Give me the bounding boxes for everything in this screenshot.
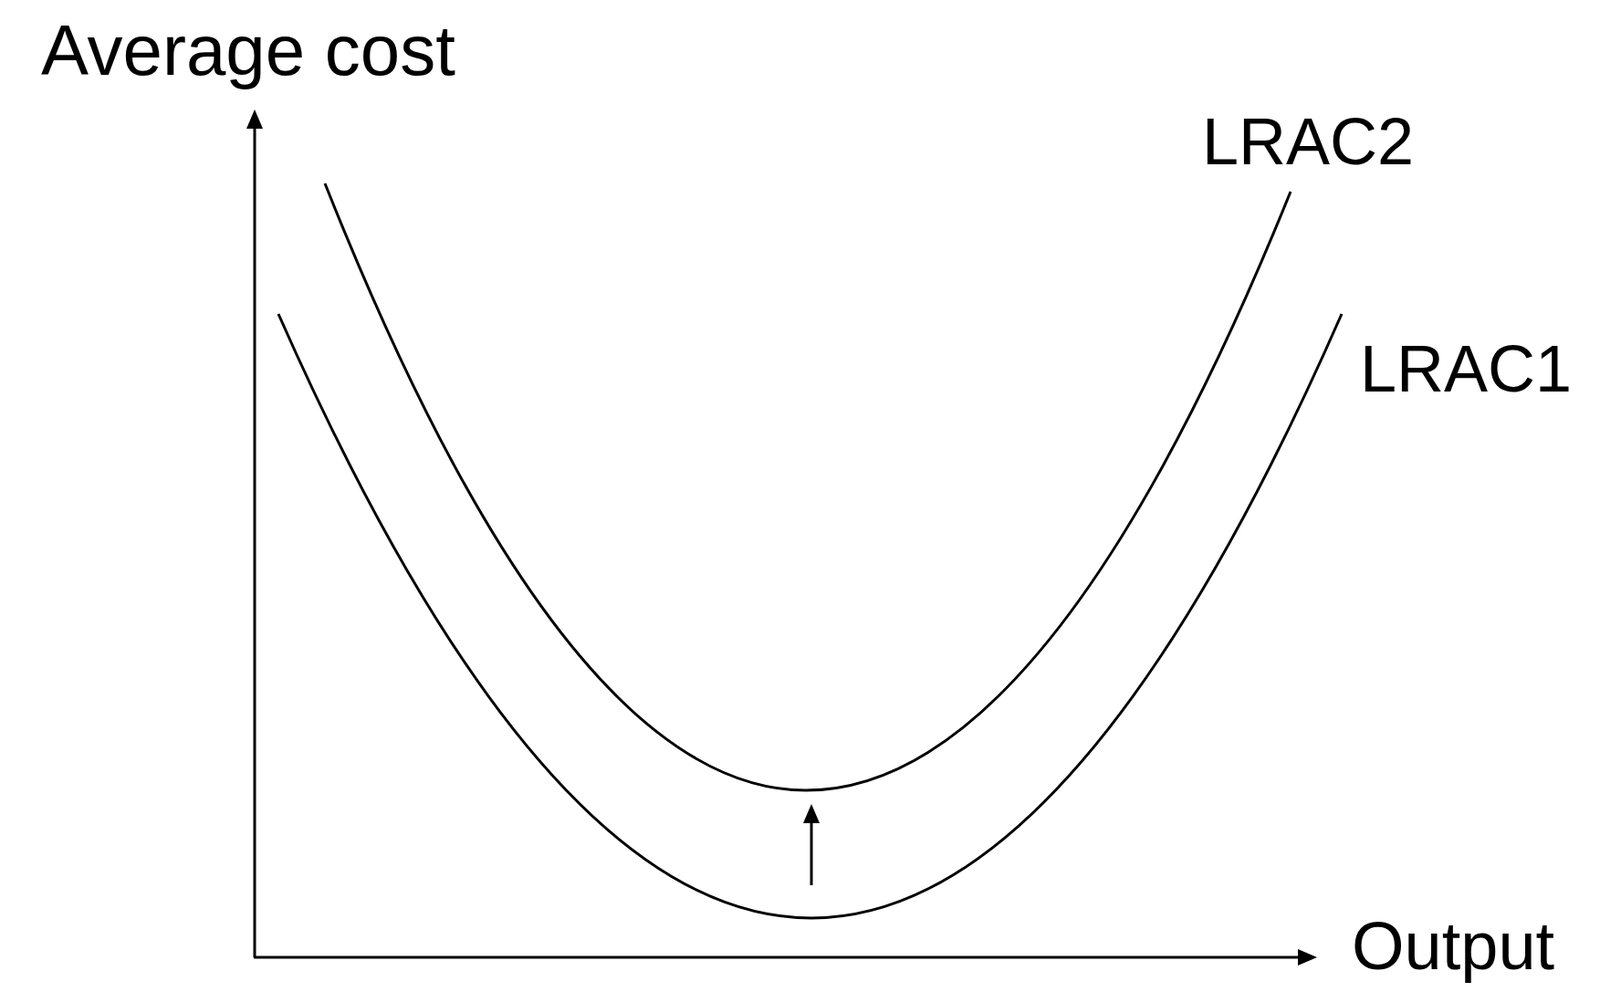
shift-arrow [810,816,814,886]
lrac1-curve [278,313,1342,919]
curve-label: LRAC2 [1202,108,1414,175]
lrac2-curve [324,183,1291,791]
shift-arrowhead [803,804,820,824]
axis-title: Output [1351,912,1555,981]
curve-label: LRAC1 [1359,335,1572,402]
y-axis [253,122,257,958]
x-axis-arrowhead [1297,949,1318,966]
axis-title: Average cost [41,14,456,86]
x-axis [253,956,1304,960]
y-axis-arrowhead [246,109,263,129]
